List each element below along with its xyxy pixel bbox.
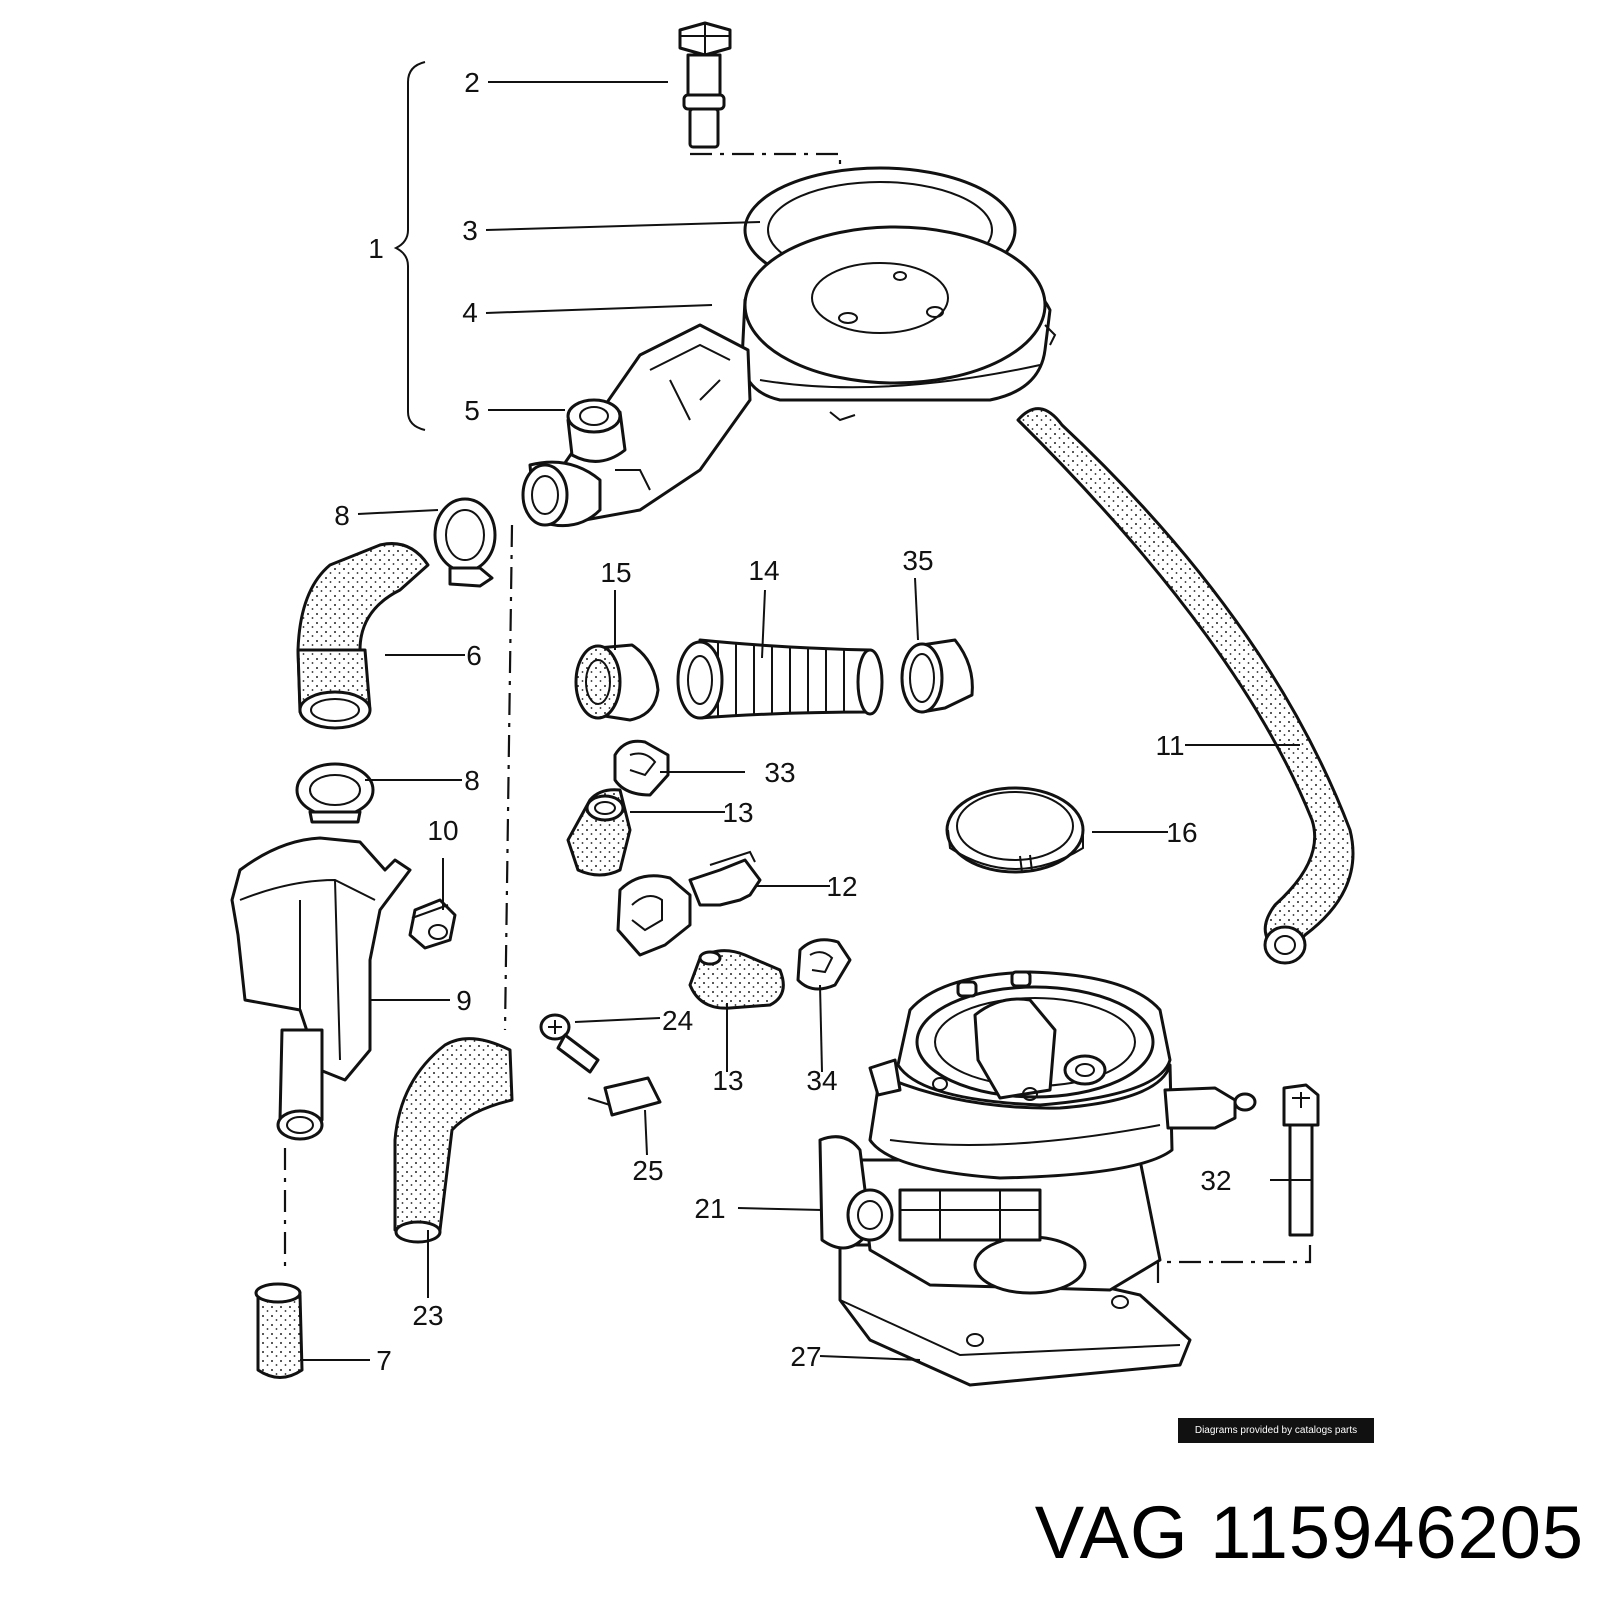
callout-2: 2	[464, 67, 480, 98]
callout-35: 35	[902, 545, 933, 576]
part-number: 115946205	[1210, 1491, 1584, 1574]
callout-8a: 8	[334, 500, 350, 531]
clamp-part-upper	[433, 497, 497, 588]
callout-27: 27	[790, 1341, 821, 1372]
credit-badge: Diagrams provided by catalogs parts	[1178, 1418, 1374, 1443]
group-bracket	[393, 61, 426, 431]
sleeve-ring-part	[900, 638, 974, 714]
leader-lines	[300, 81, 1300, 1361]
callout-9: 9	[456, 985, 472, 1016]
callout-34: 34	[806, 1065, 837, 1096]
brand-name: VAG	[1034, 1491, 1189, 1574]
callout-25: 25	[632, 1155, 663, 1186]
callout-21: 21	[694, 1193, 725, 1224]
alignment-line-intake	[503, 524, 514, 1031]
callout-13a: 13	[722, 797, 753, 828]
callout-16: 16	[1166, 817, 1197, 848]
callout-12: 12	[826, 871, 857, 902]
callout-23: 23	[412, 1300, 443, 1331]
small-valve-part	[408, 898, 457, 950]
callout-24: 24	[662, 1005, 693, 1036]
alignment-line-mount	[1156, 1245, 1312, 1285]
callout-3: 3	[462, 215, 478, 246]
hose-clip-part-12	[616, 850, 762, 957]
long-bolt-part	[1282, 1083, 1320, 1237]
part-caption: VAG 115946205	[1035, 1490, 1584, 1575]
hose-elbow-part	[296, 542, 430, 730]
callout-8b: 8	[464, 765, 480, 796]
clamp-part-lower	[295, 762, 375, 824]
callout-11: 11	[1155, 730, 1184, 761]
callout-10: 10	[427, 815, 458, 846]
callout-4: 4	[462, 297, 478, 328]
callout-33: 33	[764, 757, 795, 788]
hose-clip-part-34	[796, 938, 852, 991]
hose-piece-part-lower	[688, 949, 785, 1010]
callout-6: 6	[466, 640, 482, 671]
nut-plate-part	[587, 1076, 662, 1117]
bracket-housing-part	[230, 836, 412, 1141]
callout-13b: 13	[712, 1065, 743, 1096]
air-filter-housing-part	[740, 166, 1057, 422]
callout-15: 15	[600, 557, 631, 588]
callout-32: 32	[1200, 1165, 1231, 1196]
bolt-part	[678, 21, 732, 149]
corrugated-hose-part	[676, 638, 884, 720]
screw-part	[539, 1013, 600, 1074]
callout-1: 1	[368, 233, 384, 264]
connector-sleeve-part	[574, 643, 660, 722]
sealing-ring-part	[945, 786, 1085, 874]
long-hose-part	[1016, 407, 1355, 965]
small-pipe-part	[254, 1282, 304, 1379]
callout-5: 5	[464, 395, 480, 426]
hose-piece-part-upper	[566, 788, 632, 877]
intake-elbow-part	[521, 323, 752, 528]
hose-clip-part-33	[613, 739, 670, 797]
callout-labels: 1 2 3 4 5 6 7 8 8 9 10 11 12 13 13 14 15…	[334, 67, 1231, 1376]
callout-14: 14	[748, 555, 779, 586]
throttle-body-part	[818, 970, 1257, 1387]
elbow-hose-part	[393, 1037, 514, 1244]
callout-7: 7	[376, 1345, 392, 1376]
